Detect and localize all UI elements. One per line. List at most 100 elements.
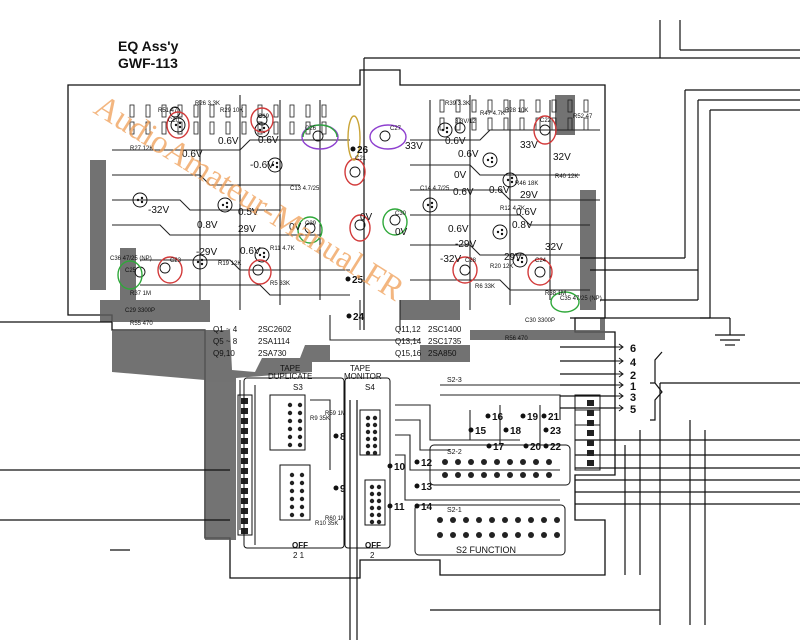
red-marking [248,259,272,285]
voltage-label: 29V [238,224,256,235]
switch-pad [365,429,371,435]
node-label: 20 [530,442,542,453]
part-reference: C22 [540,118,552,124]
switch-section-label: S2-1 [447,507,462,514]
node-pad [543,427,549,433]
part-reference: R6 33K [475,284,495,290]
transistor-pin [225,201,229,205]
transistor [512,252,528,268]
green-marking [297,216,323,244]
switch-pad [546,459,552,465]
resistor [305,104,311,118]
switch-pad [299,512,305,518]
resistor [487,99,493,113]
node-pad [350,146,356,152]
resistor [225,121,231,135]
switch-pad [554,517,560,523]
colored-markings [117,107,580,313]
transistor [132,192,148,208]
node-pad [520,413,526,419]
part-reference: R9 35K [310,416,330,422]
capacitor [379,130,391,142]
capacitor [459,264,471,276]
connector-pin-1: 1 [630,381,636,393]
switch-pad [494,459,500,465]
part-reference: R29 10K [220,108,243,114]
resistor [193,121,199,135]
resistor [551,117,557,131]
node-label: 13 [421,482,433,493]
red-marking [250,107,274,133]
pads [241,398,594,538]
node-label: 21 [548,412,560,423]
connector-pad [587,450,594,456]
switch-pad [455,459,461,465]
node-label: 22 [550,442,562,453]
red-marking [344,158,366,186]
resistor [209,121,215,135]
voltage-label: 0.8V [512,220,533,231]
assembly-part-number: GWF-113 [118,55,178,71]
transistor-type: 2SA730 [258,349,287,358]
tape-duplicate-label: DUPLICATE [268,372,312,381]
voltage-label: 0.6V [240,246,261,257]
switch-pad [468,472,474,478]
resistor [257,104,263,118]
assembly-title: EQ Ass'y [118,38,179,54]
switch-pad [554,532,560,538]
part-reference: R40 12K [555,174,578,180]
resistor [161,104,167,118]
transistor-pin [258,128,262,132]
part-reference: R59 1M [325,411,346,417]
transistor-pin [520,260,524,264]
node-label: 8 [340,432,346,443]
red-marking [527,258,553,286]
pcb-trace [310,399,331,470]
pcb-trace [395,434,560,471]
switch-pad [502,532,508,538]
voltage-label: 0.6V [445,136,466,147]
switch-pad [287,434,293,440]
switch-labels: TAPE DUPLICATE TAPE MONITOR S3 S4 OFF 2 … [268,364,516,560]
pcb-trace [410,164,580,176]
switch-pad [372,415,378,421]
resistor [535,99,541,113]
switch-blocks [237,377,601,556]
part-reference: C19 [258,114,270,120]
switch-pad [437,517,443,523]
transistor-pin [221,203,225,207]
transistor-pin [178,121,182,125]
connector-pad [587,420,594,426]
external-wiring [0,20,800,640]
capacitor [159,262,171,274]
switch-pad [450,532,456,538]
function-switch-label: S2 FUNCTION [456,545,516,555]
switch-pad [289,472,295,478]
resistor [273,121,279,135]
part-reference: R20 12K [490,264,513,270]
transistor-pin [258,253,262,257]
switch-pad [442,472,448,478]
voltage-label: 0.6V [516,207,537,218]
switch-pad [297,434,303,440]
node-label: 11 [394,502,405,513]
resistor [583,99,589,113]
resistor [321,104,327,118]
part-reference: R26 3.3K [195,101,220,107]
transistor-pin [136,198,140,202]
part-reference: C14 4.7/25 [420,186,450,192]
components [129,99,589,278]
switch-pad [376,512,382,518]
voltage-label: 32V [553,152,571,163]
switch-pad [299,472,305,478]
node-pad [485,413,491,419]
switch-off-label: OFF [365,541,381,550]
resistor [471,99,477,113]
transistor-pin [486,158,490,162]
node-pad [543,443,549,449]
part-reference: R47 4.7K [480,111,505,117]
switch-pad [289,496,295,502]
resistor [519,117,525,131]
green-marking [302,124,338,138]
